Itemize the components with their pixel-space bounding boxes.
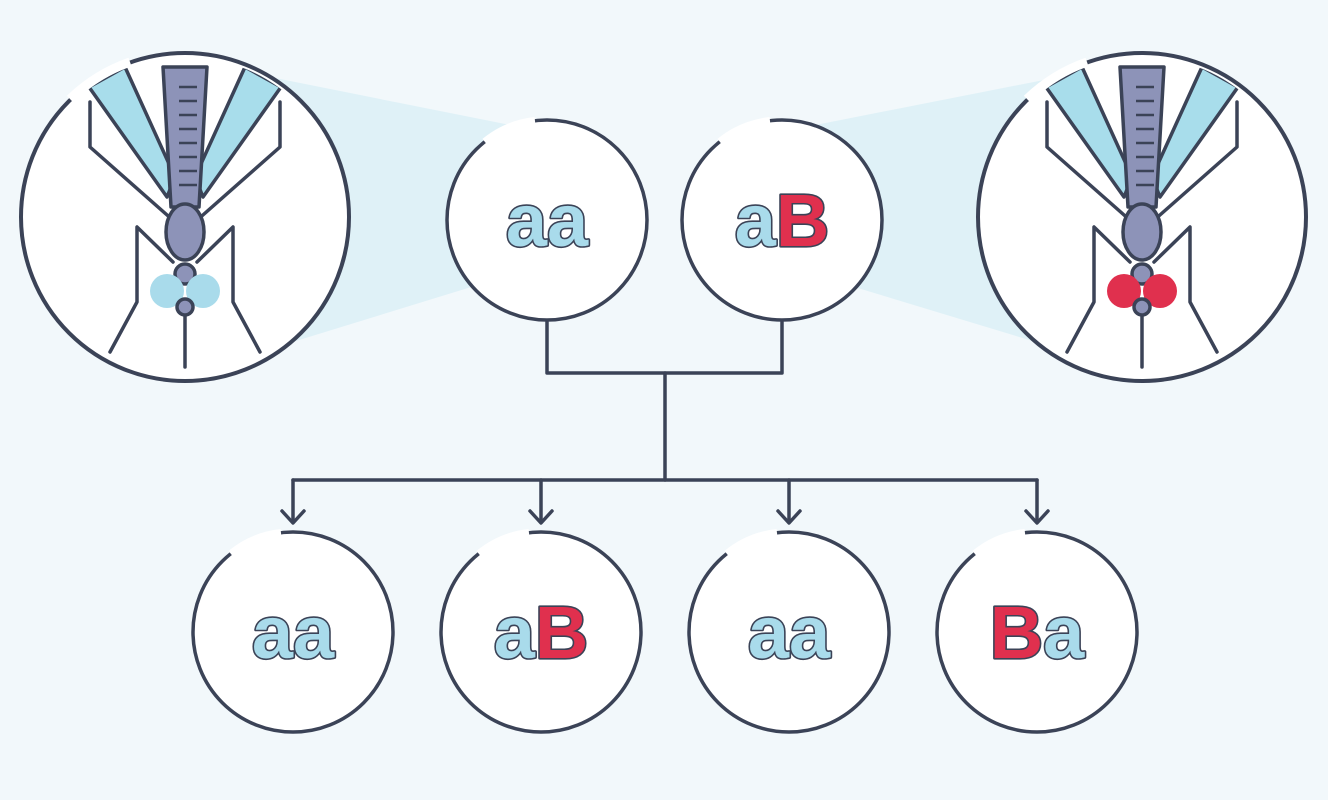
dominant-allele: B: [535, 591, 588, 674]
tail-shape: [1132, 297, 1152, 317]
recessive-allele: a: [748, 591, 790, 674]
parent-connector: [545, 320, 784, 375]
genotype-circle-outline: [680, 118, 884, 322]
leg-upper-left: [1045, 100, 1134, 224]
offspring-genotype-2: aB: [439, 529, 643, 734]
genotype-label: aa: [506, 179, 589, 262]
offspring-genotype-4: Ba: [935, 529, 1139, 734]
eye-icon: [1107, 274, 1141, 308]
genotype-label: Ba: [990, 591, 1085, 674]
eye-icon: [150, 274, 184, 308]
leg-lower-left: [1065, 225, 1132, 354]
offspring-genotype-1: aa: [191, 529, 395, 734]
highlight-gap: [476, 529, 530, 558]
parent-genotype-2: aB: [680, 117, 884, 322]
recessive-allele: a: [547, 179, 589, 262]
neck-shape: [173, 262, 197, 286]
neck-shape: [1130, 262, 1154, 286]
recessive-allele: a: [789, 591, 831, 674]
genotype-circle-outline: [687, 530, 891, 734]
highlight-gap: [972, 529, 1026, 558]
head-shape: [1121, 202, 1163, 262]
recessive-allele: a: [735, 179, 777, 262]
highlight-gap: [724, 529, 778, 558]
genotype-circle-outline: [935, 530, 1139, 734]
recessive-allele: a: [506, 179, 548, 262]
genotype-label: aa: [252, 591, 335, 674]
dominant-allele: B: [990, 591, 1043, 674]
genotype-circle-outline: [191, 530, 395, 734]
leg-lower-right: [1152, 225, 1219, 354]
leg-upper-right: [193, 100, 282, 224]
dominant-allele: B: [776, 179, 829, 262]
eye-icon: [1143, 274, 1177, 308]
highlight-gap: [228, 529, 282, 558]
tail-shape: [175, 297, 195, 317]
highlight-gap: [1023, 57, 1089, 103]
genotype-label: aB: [494, 591, 589, 674]
eye-icon: [186, 274, 220, 308]
highlight-gap: [717, 117, 771, 146]
leg-lower-left: [108, 225, 175, 354]
highlight-gap: [482, 117, 536, 146]
leg-upper-left: [88, 100, 177, 224]
offspring-genotype-3: aa: [687, 529, 891, 734]
genotype-circle-outline: [439, 530, 643, 734]
arrowhead-icon: [1024, 509, 1050, 525]
arrowhead-icon: [528, 509, 554, 525]
genotype-label: aB: [735, 179, 830, 262]
head-shape: [164, 202, 206, 262]
recessive-allele: a: [494, 591, 536, 674]
recessive-allele: a: [293, 591, 335, 674]
genotype-circle-outline: [445, 118, 649, 322]
parent-genotype-1: aa: [445, 117, 649, 322]
leg-lower-right: [195, 225, 262, 354]
recessive-allele: a: [252, 591, 294, 674]
mosquito-icon: [1044, 65, 1240, 369]
leg-upper-right: [1150, 100, 1239, 224]
highlight-gap: [66, 57, 132, 103]
genotype-label: aa: [748, 591, 831, 674]
arrowhead-icon: [776, 509, 802, 525]
parent-mosquito-left: [19, 51, 351, 383]
recessive-allele: a: [1043, 591, 1085, 674]
arrowhead-icon: [280, 509, 306, 525]
parent-mosquito-right: [976, 51, 1308, 383]
